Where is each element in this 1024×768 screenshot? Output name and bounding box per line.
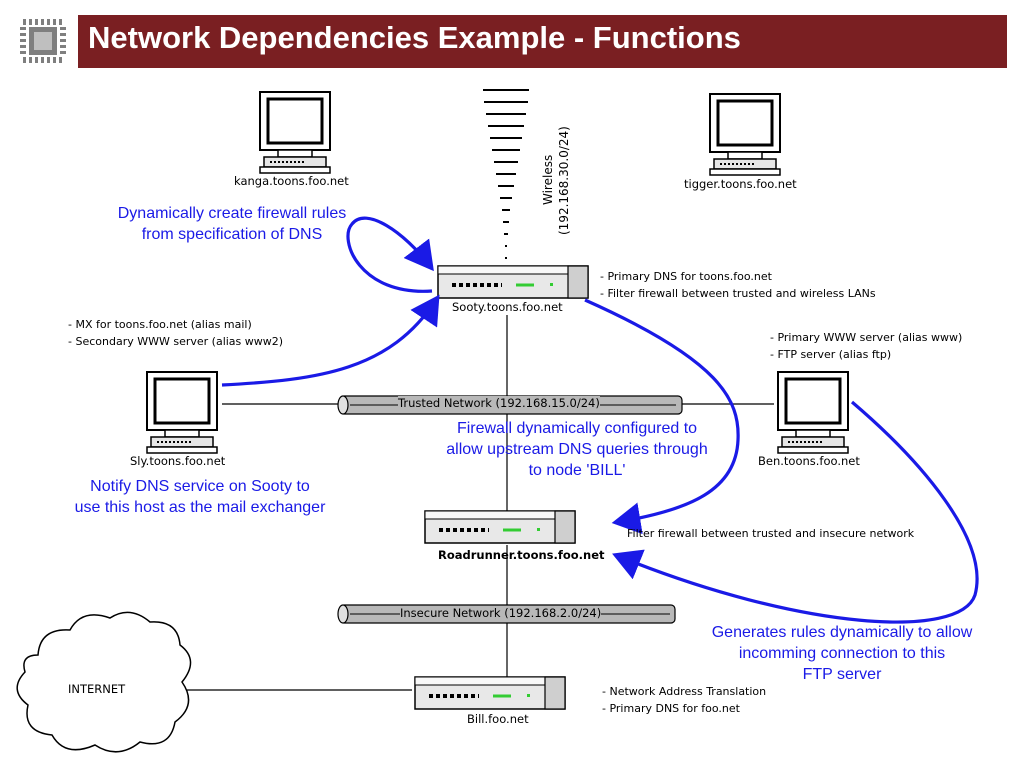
chip-logo-icon xyxy=(17,15,69,67)
sly-to-sooty-arrow xyxy=(221,294,440,387)
bill-note-1: - Network Address Translation xyxy=(602,685,767,698)
bill-label: Bill.foo.net xyxy=(467,712,529,726)
ftp-annotation-3: FTP server xyxy=(802,666,882,683)
roadrunner-label: Roadrunner.toons.foo.net xyxy=(438,548,605,562)
ben-to-roadrunner-arrow xyxy=(612,400,979,624)
wireless-signal-icon xyxy=(483,89,529,259)
title-bar xyxy=(78,15,1007,68)
ftp-annotation-1: Generates rules dynamically to allow xyxy=(711,624,973,641)
sooty-notes: - Primary DNS for toons.foo.net - Filter… xyxy=(600,268,876,302)
wireless-label: Wireless xyxy=(541,154,555,205)
dns-rules-arrow xyxy=(346,216,434,293)
ben-notes: - Primary WWW server (alias www) - FTP s… xyxy=(770,329,962,363)
kanga-computer-icon xyxy=(258,90,332,175)
ftp-annotation-2: incomming connection to this xyxy=(738,645,946,662)
dns-rules-annotation-1: Dynamically create firewall rules xyxy=(117,205,347,222)
kanga-label: kanga.toons.foo.net xyxy=(234,174,349,188)
sooty-router-icon xyxy=(436,264,590,300)
ben-computer-icon xyxy=(776,370,850,455)
sooty-to-roadrunner-arrow xyxy=(584,298,740,535)
firewall-annotation: Firewall dynamically configured to allow… xyxy=(432,418,722,481)
tigger-label: tigger.toons.foo.net xyxy=(684,177,797,191)
dns-rules-annotation-2: from specification of DNS xyxy=(141,226,323,243)
sly-label: Sly.toons.foo.net xyxy=(130,454,226,468)
sooty-label: Sooty.toons.foo.net xyxy=(452,300,563,314)
sooty-note-1: - Primary DNS for toons.foo.net xyxy=(600,270,772,283)
sly-note-1: - MX for toons.foo.net (alias mail) xyxy=(68,318,252,331)
roadrunner-note: Filter firewall between trusted and inse… xyxy=(627,527,915,540)
notify-annotation: Notify DNS service on Sooty to use this … xyxy=(52,476,348,518)
ftp-annotation: Generates rules dynamically to allow inc… xyxy=(690,622,994,685)
firewall-annotation-1: Firewall dynamically configured to xyxy=(456,420,698,437)
roadrunner-router-icon xyxy=(423,509,577,545)
firewall-annotation-3: to node 'BILL' xyxy=(528,462,626,479)
bill-router-icon xyxy=(413,675,567,711)
bill-note-2: - Primary DNS for foo.net xyxy=(602,702,740,715)
insecure-network-label: Insecure Network (192.168.2.0/24) xyxy=(400,606,602,620)
notify-annotation-2: use this host as the mail exchanger xyxy=(74,499,326,516)
sly-notes: - MX for toons.foo.net (alias mail) - Se… xyxy=(68,316,283,350)
slide-title: Network Dependencies Example - Functions xyxy=(88,20,741,55)
ben-note-2: - FTP server (alias ftp) xyxy=(770,348,892,361)
bill-notes: - Network Address Translation - Primary … xyxy=(602,683,766,717)
sly-computer-icon xyxy=(145,370,219,455)
ben-label: Ben.toons.foo.net xyxy=(758,454,860,468)
notify-annotation-1: Notify DNS service on Sooty to xyxy=(90,478,310,495)
internet-cloud-icon xyxy=(16,611,192,753)
internet-label: INTERNET xyxy=(68,682,126,696)
wireless-subnet-label: (192.168.30.0/24) xyxy=(557,126,571,235)
tigger-computer-icon xyxy=(708,92,782,177)
dns-rules-annotation: Dynamically create firewall rules from s… xyxy=(94,203,370,245)
sooty-note-2: - Filter firewall between trusted and wi… xyxy=(600,287,876,300)
trusted-network-label: Trusted Network (192.168.15.0/24) xyxy=(398,396,600,410)
firewall-annotation-2: allow upstream DNS queries through xyxy=(446,441,708,458)
ben-note-1: - Primary WWW server (alias www) xyxy=(770,331,963,344)
sly-note-2: - Secondary WWW server (alias www2) xyxy=(68,335,284,348)
